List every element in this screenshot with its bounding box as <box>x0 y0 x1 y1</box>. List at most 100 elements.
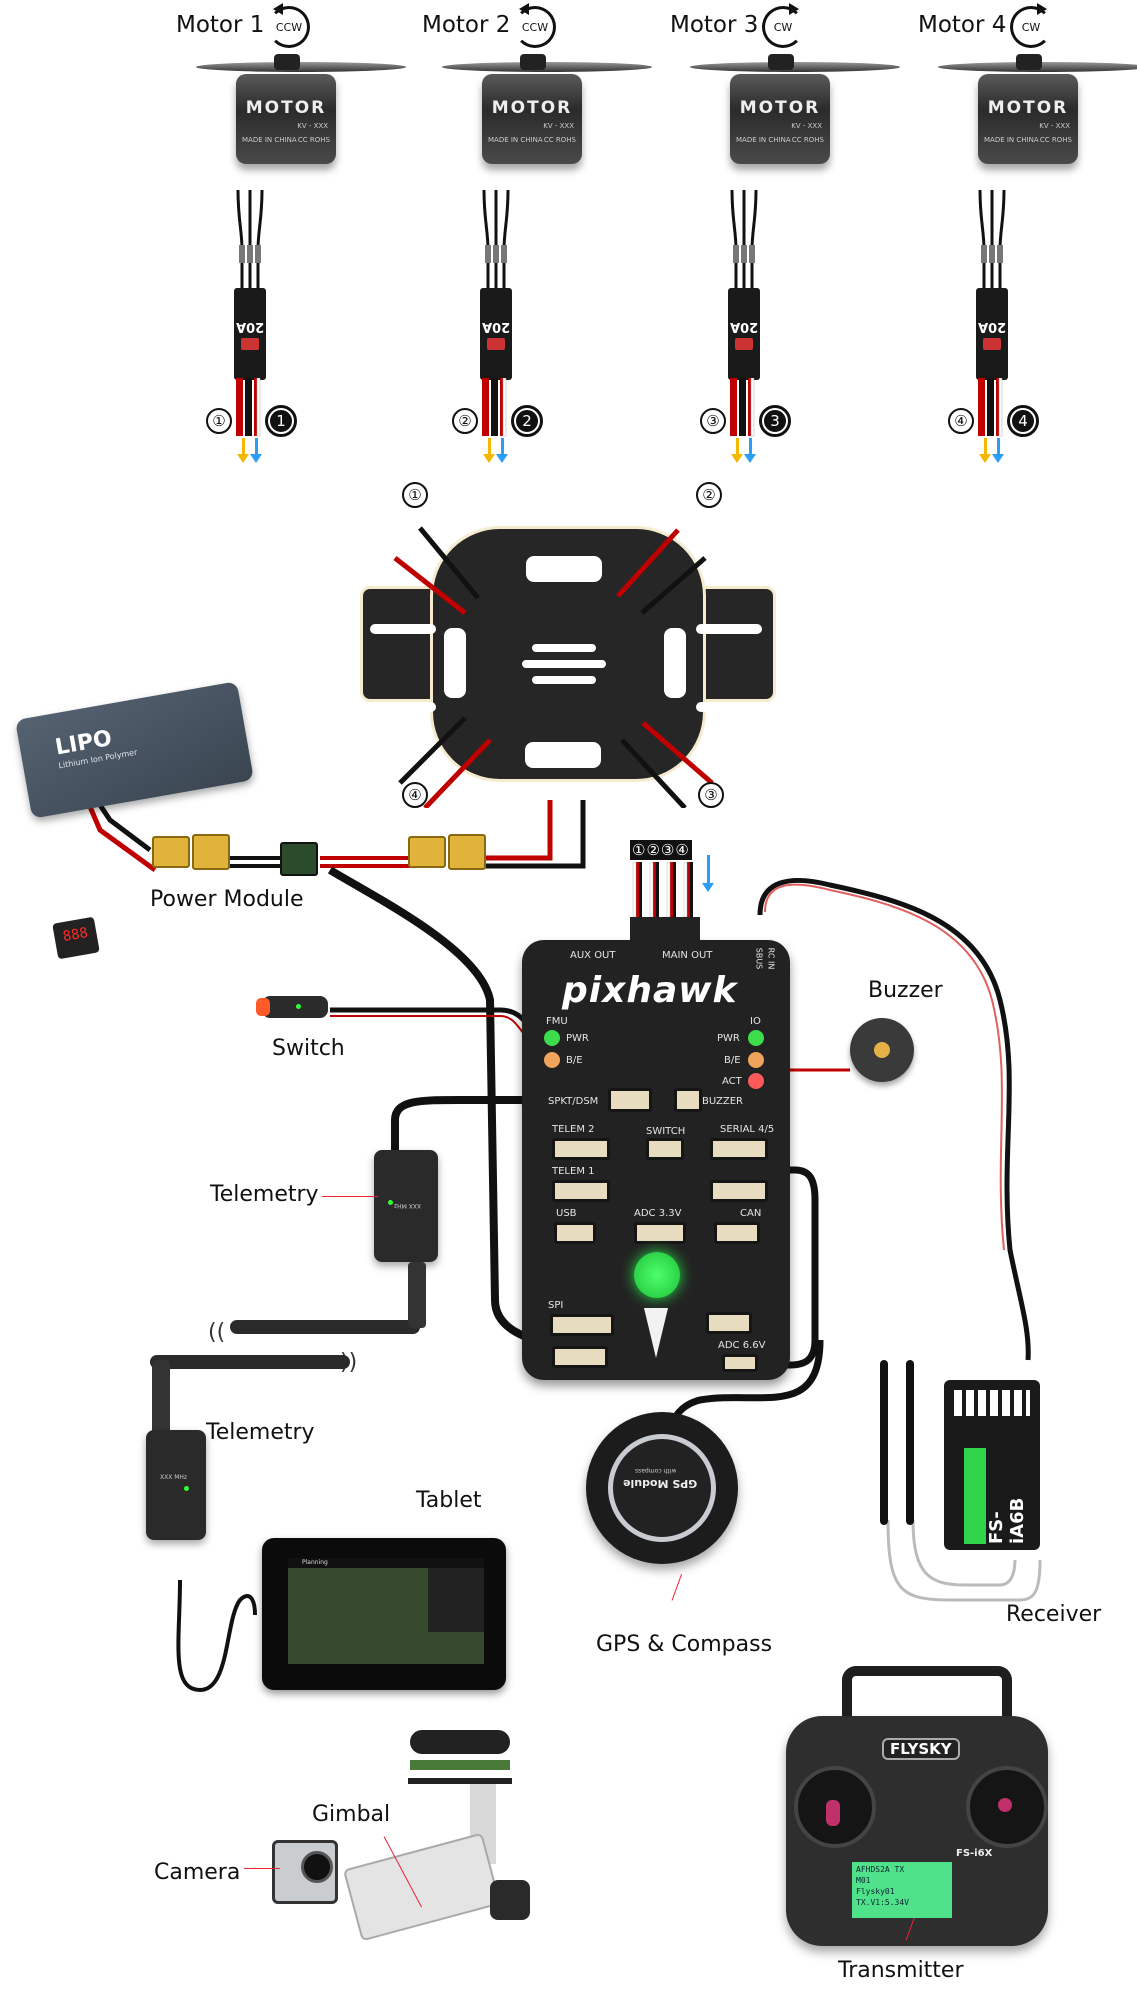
motor-cert: CC ROHS <box>543 136 576 144</box>
port-label-telem2: TELEM 2 <box>552 1124 595 1135</box>
motor-label: Motor 1 <box>176 12 265 38</box>
esc-number-badge: ③ <box>700 408 726 434</box>
gimbal-dampers <box>410 1730 510 1754</box>
act-label: ACT <box>722 1076 742 1087</box>
port-label-telem1: TELEM 1 <box>552 1166 595 1177</box>
transmitter-label: Transmitter <box>838 1958 964 1983</box>
xt60-connector <box>192 834 230 870</box>
port-usb[interactable] <box>554 1222 596 1244</box>
frame-slot <box>522 660 606 668</box>
propeller <box>690 62 900 72</box>
rotation-direction-icon: CCW <box>268 3 310 48</box>
switch-button <box>256 998 270 1016</box>
pixhawk-controller: AUX OUT MAIN OUT SBUS RC IN pixhawk FMU … <box>522 940 790 1380</box>
esc-number-badge-inverted: 1 <box>265 405 297 437</box>
telemetry-air-led <box>388 1200 393 1205</box>
port-label-switch: SWITCH <box>646 1126 686 1137</box>
switch-led <box>296 1004 301 1009</box>
io-label: IO <box>750 1016 761 1027</box>
port-buzzer[interactable] <box>674 1088 702 1112</box>
receiver-model: FS-iA6B <box>986 1497 1028 1544</box>
tablet-screen: Planning <box>288 1558 484 1664</box>
telemetry-air-leader <box>322 1196 378 1197</box>
telemetry-ground-radio: XXX MHz <box>146 1430 206 1540</box>
port-label-adc33: ADC 3.3V <box>634 1208 682 1219</box>
tablet-app-title: Planning <box>302 1559 328 1566</box>
left-stick[interactable] <box>794 1766 876 1848</box>
motor-wires <box>978 190 1006 290</box>
port-spkt[interactable] <box>608 1088 652 1112</box>
gimbal-motor <box>490 1880 530 1920</box>
signal-arrow-icon <box>496 438 508 463</box>
frame-slot <box>532 644 596 652</box>
transmitter-device: FLYSKY AFHDS2A TX M01 Flysky01 TX.V1:5.3… <box>786 1666 1048 1948</box>
motor-made: MADE IN CHINA <box>984 136 1039 144</box>
power-arrow-icon <box>731 438 743 463</box>
port-adc66[interactable] <box>722 1354 758 1372</box>
motor-kv: KV - XXX <box>297 122 328 130</box>
esc-number-badge: ④ <box>948 408 974 434</box>
safety-switch-device <box>256 996 328 1018</box>
port-label-spkt: SPKT/DSM <box>548 1096 599 1107</box>
frame-slot <box>532 676 596 684</box>
right-stick[interactable] <box>966 1766 1048 1848</box>
port-label-buzzer: BUZZER <box>702 1096 743 1107</box>
tablet-app-bar: Planning <box>288 1558 484 1568</box>
fmu-label: FMU <box>546 1016 568 1027</box>
esc: 20A <box>480 288 512 380</box>
gimbal-device <box>342 1730 540 1942</box>
frame-corner-1: ① <box>402 482 428 508</box>
frame-slot <box>526 556 602 582</box>
xt60-connector <box>448 834 486 870</box>
motor-brand: MOTOR <box>987 98 1069 118</box>
safety-switch-led[interactable] <box>634 1252 680 1298</box>
port-switch[interactable] <box>646 1138 684 1160</box>
telemetry-ground-freq: XXX MHz <box>160 1474 188 1481</box>
fmu-be-label: B/E <box>566 1055 583 1066</box>
gps-compass-label: GPS & Compass <box>596 1632 773 1657</box>
screen-line-1: AFHDS2A TX <box>856 1865 905 1874</box>
telemetry-air-antenna <box>230 1320 420 1334</box>
frame-corner-4: ④ <box>402 782 428 808</box>
signal-arrow-icon <box>250 438 262 463</box>
sbus-header: SBUS <box>754 947 764 970</box>
power-module-label: Power Module <box>150 887 304 912</box>
port-power[interactable] <box>552 1346 608 1368</box>
port-can[interactable] <box>714 1222 760 1244</box>
port-serial45[interactable] <box>710 1138 768 1160</box>
port-adc33[interactable] <box>634 1222 686 1244</box>
port-i2c[interactable] <box>706 1312 752 1334</box>
frame-esc-wires <box>393 526 714 808</box>
pixhawk-logo: pixhawk <box>562 970 738 1011</box>
port-label-spi: SPI <box>548 1300 564 1311</box>
port-telem1[interactable] <box>552 1180 610 1202</box>
esc: 20A <box>976 288 1008 380</box>
receiver-label-panel <box>964 1448 986 1544</box>
xt60-connector <box>152 836 190 868</box>
receiver-antenna <box>880 1360 888 1525</box>
gimbal-label: Gimbal <box>312 1802 391 1827</box>
xt60-connector <box>408 836 446 868</box>
transmitter-body: FLYSKY AFHDS2A TX M01 Flysky01 TX.V1:5.3… <box>786 1716 1048 1946</box>
rotation-direction-text: CCW <box>275 20 303 34</box>
motor-shaft <box>520 54 546 70</box>
tablet-menu <box>428 1568 484 1632</box>
switch-label: Switch <box>272 1036 345 1061</box>
gimbal-cage <box>342 1832 502 1942</box>
act-led <box>748 1073 764 1089</box>
fmu-be-led <box>544 1052 560 1068</box>
port-spi[interactable] <box>550 1314 614 1336</box>
port-gps[interactable] <box>710 1180 768 1202</box>
motor-label: Motor 3 <box>670 12 759 38</box>
motor-label: Motor 4 <box>918 12 1007 38</box>
camera-device <box>272 1840 338 1904</box>
receiver-antenna <box>906 1360 914 1525</box>
port-telem2[interactable] <box>552 1138 610 1160</box>
transmitter-brand: FLYSKY <box>882 1738 960 1760</box>
telemetry-ground-label: Telemetry <box>206 1420 315 1445</box>
fmu-pwr-led <box>544 1030 560 1046</box>
io-be-led <box>748 1052 764 1068</box>
esc-logo-icon <box>983 337 1001 350</box>
telemetry-air-radio: XXX MHz <box>374 1150 438 1262</box>
propeller <box>442 62 652 72</box>
